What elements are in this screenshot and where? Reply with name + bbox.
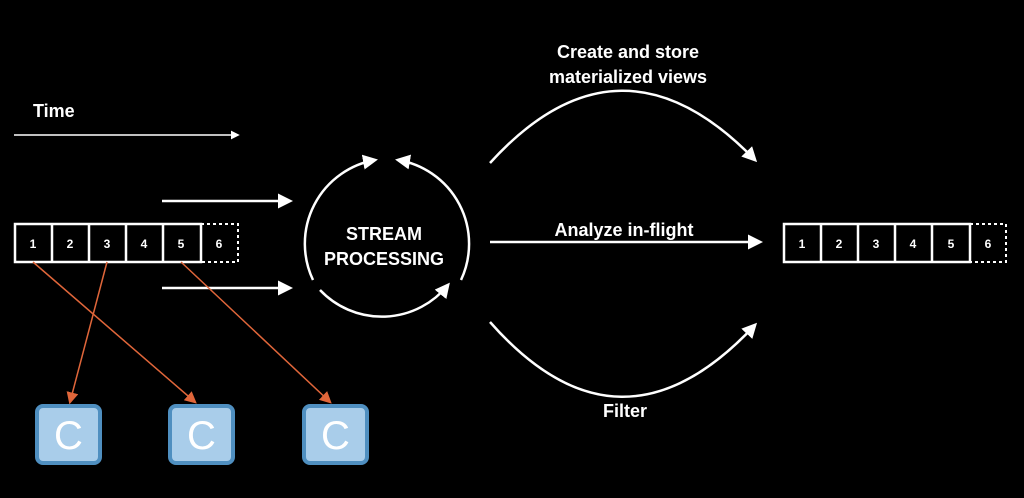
cycle-arc-bottom bbox=[319, 282, 450, 318]
processing-cycle bbox=[303, 154, 471, 318]
input-cell-4: 4 bbox=[141, 237, 148, 251]
top-label-line2: materialized views bbox=[549, 67, 707, 87]
top-label-line1: Create and store bbox=[557, 42, 699, 62]
cycle-arc-right bbox=[395, 154, 471, 281]
output-cell-2: 2 bbox=[836, 237, 843, 251]
input-stream: 1 2 3 4 5 6 bbox=[13, 222, 239, 264]
output-cell-1: 1 bbox=[799, 237, 806, 251]
consumer-1-label: C bbox=[54, 414, 83, 458]
bottom-label: Filter bbox=[603, 401, 647, 421]
consumer-2-label: C bbox=[187, 414, 216, 458]
consumer-link-3 bbox=[66, 261, 108, 405]
consumer-1: C bbox=[35, 404, 102, 465]
consumer-2: C bbox=[168, 404, 235, 465]
output-cell-3: 3 bbox=[873, 237, 880, 251]
input-stream-frame bbox=[13, 222, 203, 264]
middle-label: Analyze in-flight bbox=[555, 220, 694, 240]
output-stream-pending-cell bbox=[969, 223, 1007, 263]
output-arrow-top bbox=[489, 89, 758, 164]
center-label-line1: STREAM bbox=[346, 224, 422, 244]
consumer-link-5 bbox=[180, 261, 332, 404]
cycle-arc-left bbox=[303, 154, 378, 281]
input-cell-1: 1 bbox=[30, 237, 37, 251]
center-label-line2: PROCESSING bbox=[324, 249, 444, 269]
input-cell-6: 6 bbox=[216, 237, 223, 251]
input-cell-5: 5 bbox=[178, 237, 185, 251]
output-arrow-bottom bbox=[489, 321, 758, 398]
output-cell-4: 4 bbox=[910, 237, 917, 251]
output-stream: 1 2 3 4 5 6 bbox=[782, 222, 1007, 264]
consumer-3: C bbox=[302, 404, 369, 465]
time-label: Time bbox=[33, 101, 75, 121]
input-cell-2: 2 bbox=[67, 237, 74, 251]
output-cell-6: 6 bbox=[985, 237, 992, 251]
input-cell-3: 3 bbox=[104, 237, 111, 251]
input-stream-pending-cell bbox=[200, 223, 239, 263]
output-cell-5: 5 bbox=[948, 237, 955, 251]
consumer-link-1 bbox=[32, 261, 197, 404]
consumer-3-label: C bbox=[321, 414, 350, 458]
